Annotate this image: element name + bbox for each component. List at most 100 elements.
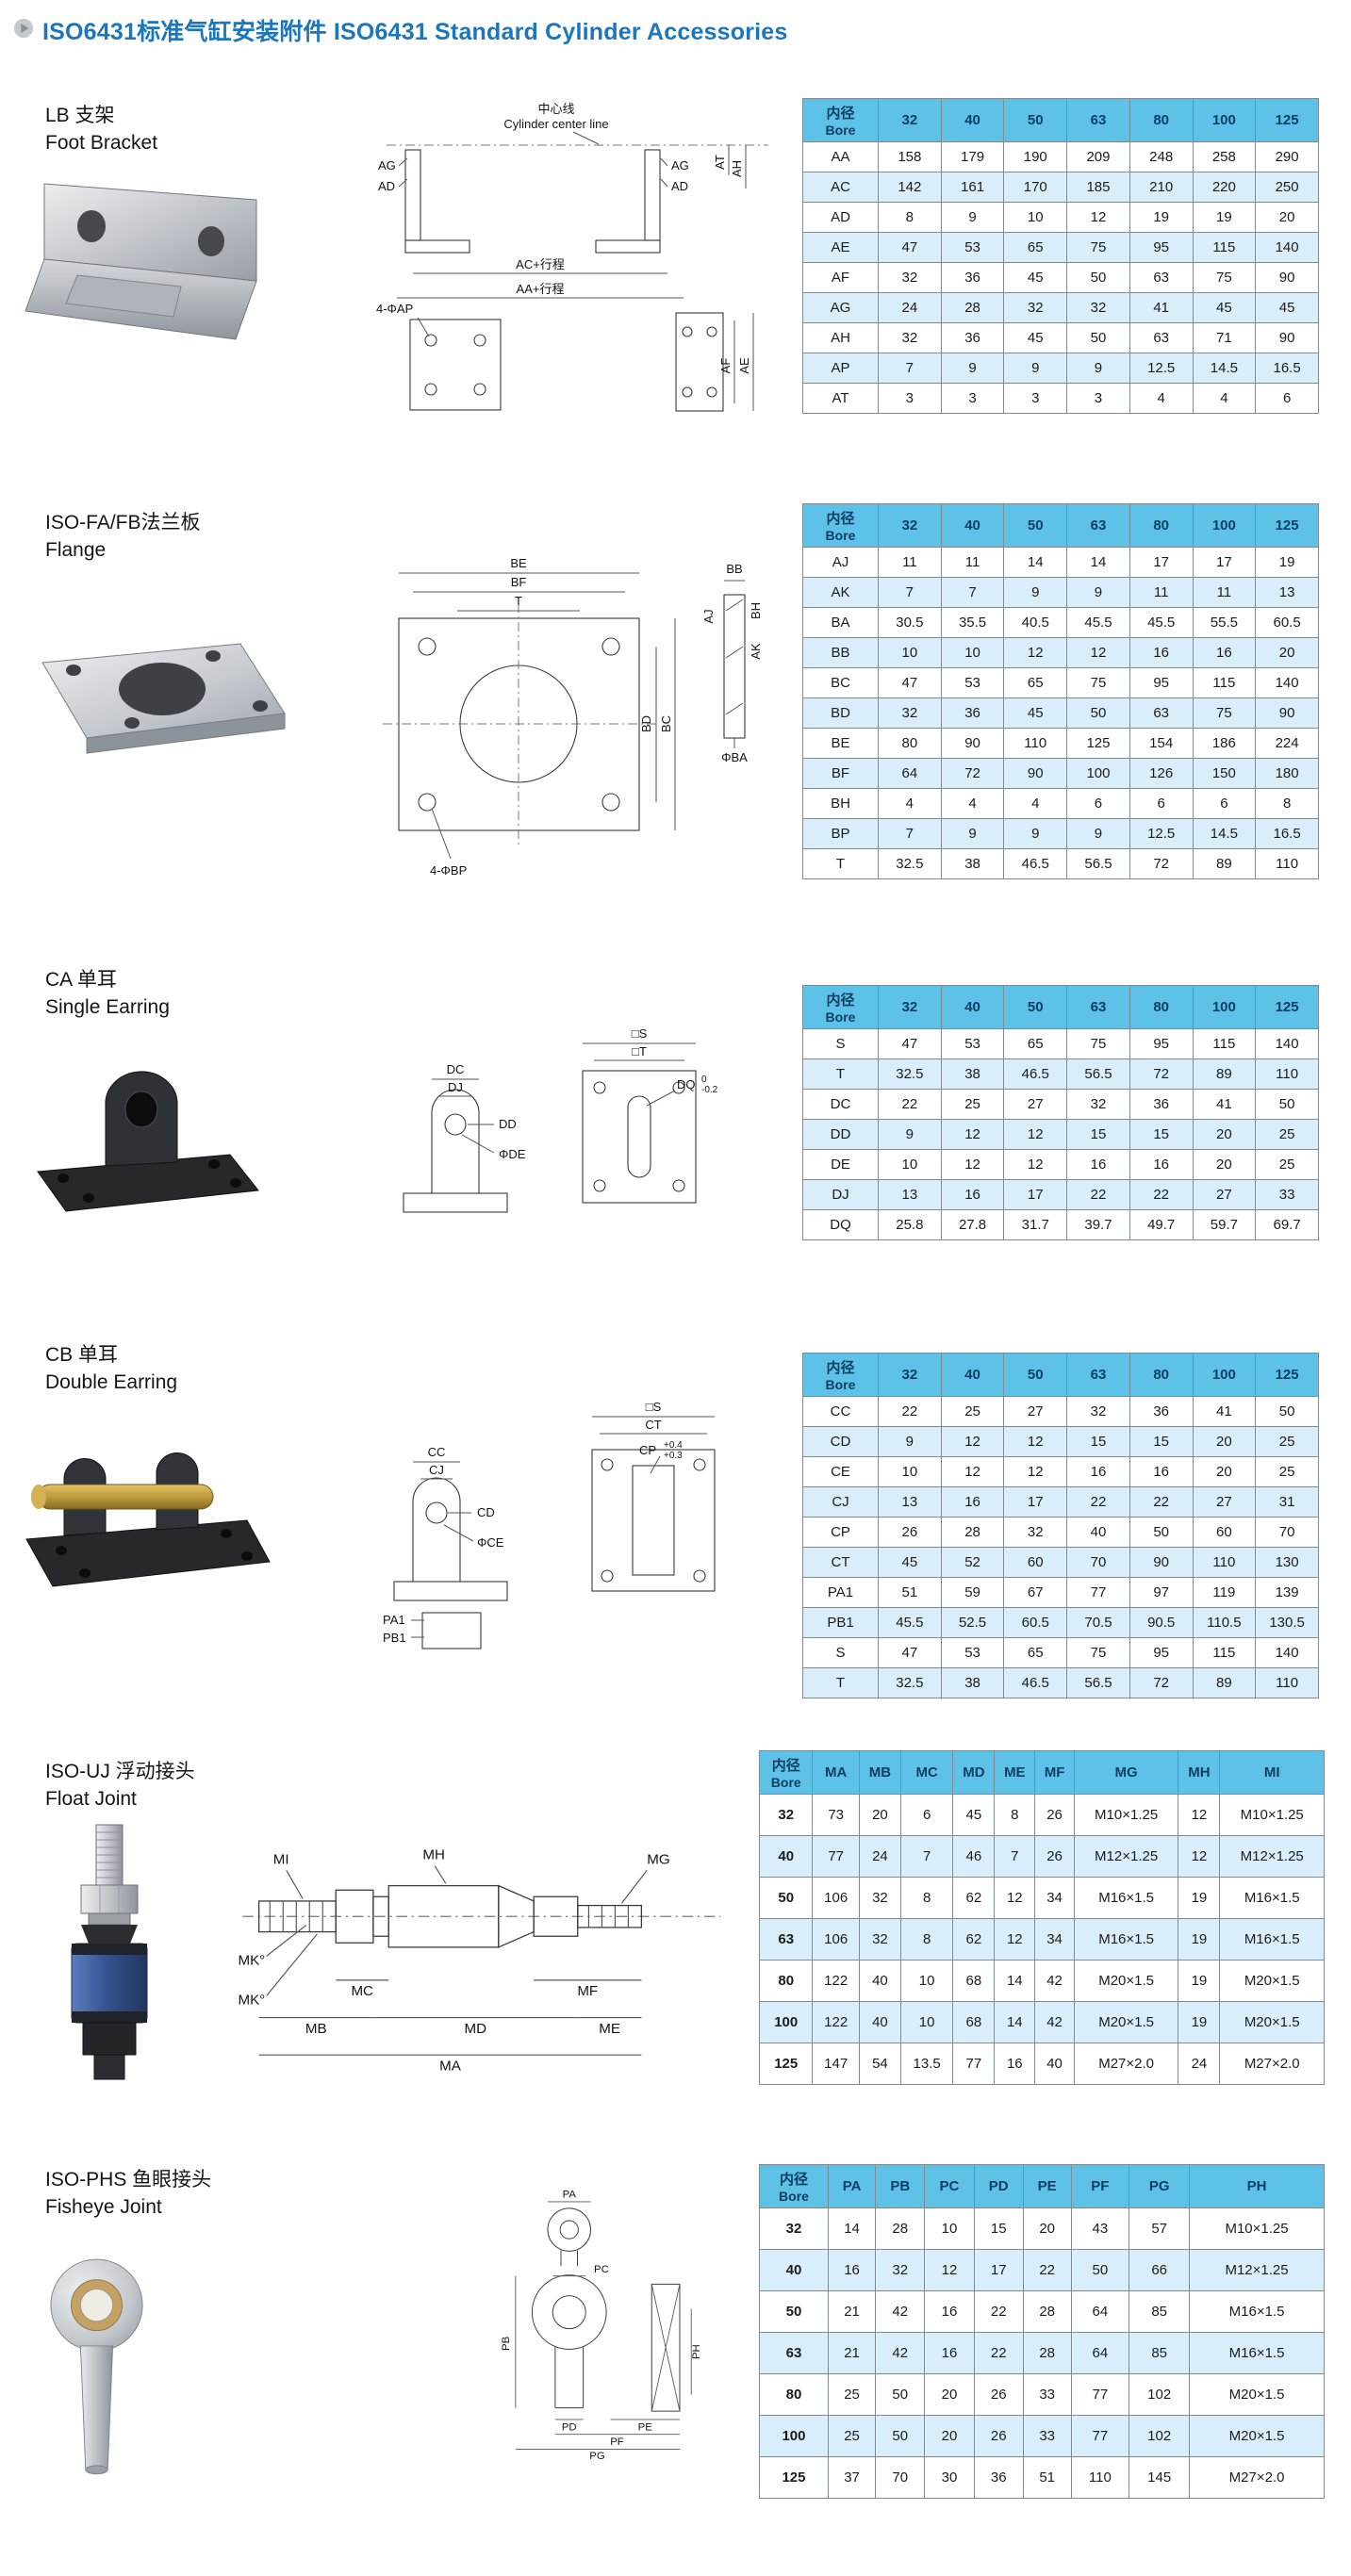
row-label-cell: 32 — [758, 1794, 814, 1836]
value-cell: 14 — [1003, 547, 1068, 578]
dim-label-ae: AE — [737, 357, 751, 374]
value-cell: 59 — [940, 1577, 1005, 1608]
column-header-cell: MI — [1219, 1750, 1325, 1795]
row-label-cell: DJ — [802, 1179, 879, 1210]
value-cell: 41 — [1192, 1089, 1257, 1120]
value-cell: 16 — [1129, 1456, 1194, 1487]
dim-label-dj: DJ — [448, 1080, 463, 1094]
value-cell: 190 — [1003, 141, 1068, 172]
value-cell: 35.5 — [940, 607, 1005, 638]
column-header-cell: MH — [1178, 1750, 1221, 1795]
value-cell: 66 — [1129, 2249, 1191, 2291]
value-cell: 106 — [812, 1918, 860, 1961]
value-cell: 10 — [878, 1149, 942, 1180]
value-cell: 25 — [827, 2373, 877, 2416]
dim-label-t: □T — [632, 1044, 647, 1058]
value-cell: 38 — [940, 1667, 1005, 1698]
value-cell: 34 — [1034, 1877, 1075, 1919]
value-cell: M10×1.25 — [1073, 1794, 1179, 1836]
column-header-cell: 100 — [1192, 1353, 1257, 1397]
section-title-zh: CB 单耳 — [45, 1344, 119, 1366]
value-cell: 40 — [1034, 2043, 1075, 2085]
value-cell: 7 — [940, 577, 1005, 608]
value-cell: 8 — [1255, 788, 1319, 819]
dim-label-af: AF — [718, 358, 733, 374]
page-header: ISO6431标准气缸安装附件 ISO6431 Standard Cylinde… — [13, 13, 788, 47]
dim-label-ad-2: AD — [671, 179, 688, 193]
value-cell: 25 — [1255, 1426, 1319, 1457]
column-header-cell: 32 — [878, 985, 942, 1029]
value-cell: 28 — [1022, 2332, 1072, 2374]
value-cell: 90 — [940, 728, 1005, 759]
value-cell: 32 — [1066, 1396, 1130, 1427]
value-cell: 31 — [1255, 1486, 1319, 1518]
value-cell: 22 — [1066, 1179, 1130, 1210]
dim-label-ct: CT — [645, 1418, 661, 1432]
value-cell: 17 — [1003, 1486, 1068, 1518]
product-photo-double-earring — [9, 1409, 283, 1602]
value-cell: 12 — [940, 1119, 1005, 1150]
value-cell: 36 — [940, 262, 1005, 293]
dim-label-mi: MI — [273, 1851, 289, 1867]
value-cell: 20 — [1192, 1119, 1257, 1150]
value-cell: 16 — [1129, 637, 1194, 668]
value-cell: 46.5 — [1003, 848, 1068, 879]
value-cell: 115 — [1192, 1637, 1257, 1668]
value-cell: 19 — [1178, 1918, 1221, 1961]
value-cell: 8 — [899, 1877, 954, 1919]
value-cell: 60.5 — [1255, 607, 1319, 638]
value-cell: 36 — [1129, 1396, 1194, 1427]
value-cell: 25 — [827, 2415, 877, 2457]
value-cell: 14 — [994, 2001, 1036, 2043]
column-header-cell: MC — [899, 1750, 954, 1795]
value-cell: 89 — [1192, 1058, 1257, 1090]
value-cell: 26 — [973, 2373, 1024, 2416]
value-cell: 39.7 — [1066, 1209, 1130, 1240]
row-label-cell: CE — [802, 1456, 879, 1487]
value-cell: 33 — [1022, 2415, 1072, 2457]
value-cell: 110.5 — [1192, 1607, 1257, 1638]
dim-label-s: □S — [632, 1026, 648, 1041]
column-header-cell: MF — [1034, 1750, 1075, 1795]
value-cell: 36 — [940, 322, 1005, 353]
value-cell: 17 — [973, 2249, 1024, 2291]
value-cell: 30 — [924, 2456, 975, 2499]
dim-label-ag: AG — [378, 158, 396, 172]
column-header-cell: 63 — [1066, 503, 1130, 548]
value-cell: 52 — [940, 1547, 1005, 1578]
value-cell: 63 — [1129, 697, 1194, 729]
value-cell: 150 — [1192, 758, 1257, 789]
section-single-earring: CA 单耳 Single Earring — [0, 957, 1351, 1334]
value-cell: 7 — [878, 577, 942, 608]
value-cell: 15 — [1129, 1426, 1194, 1457]
value-cell: 140 — [1255, 667, 1319, 698]
row-label-cell: T — [802, 1667, 879, 1698]
dim-label-pa1: PA1 — [383, 1613, 405, 1627]
value-cell: M16×1.5 — [1189, 2332, 1325, 2374]
value-cell: 20 — [1255, 202, 1319, 233]
bore-header-en: Bore — [825, 123, 856, 138]
value-cell: 32 — [858, 1877, 901, 1919]
drawing-lines — [515, 2201, 692, 2450]
row-label-cell: S — [802, 1028, 879, 1059]
value-cell: 75 — [1066, 667, 1130, 698]
value-cell: 80 — [878, 728, 942, 759]
value-cell: 47 — [878, 667, 942, 698]
dim-label-mk: MK° — [238, 1953, 265, 1969]
value-cell: 17 — [1129, 547, 1194, 578]
dim-label-dq-tol-bot: -0.2 — [701, 1085, 718, 1095]
value-cell: 50 — [875, 2373, 926, 2416]
value-cell: 14 — [827, 2207, 877, 2250]
value-cell: 22 — [1022, 2249, 1072, 2291]
dim-label-ap: 4-ΦAP — [376, 302, 413, 316]
